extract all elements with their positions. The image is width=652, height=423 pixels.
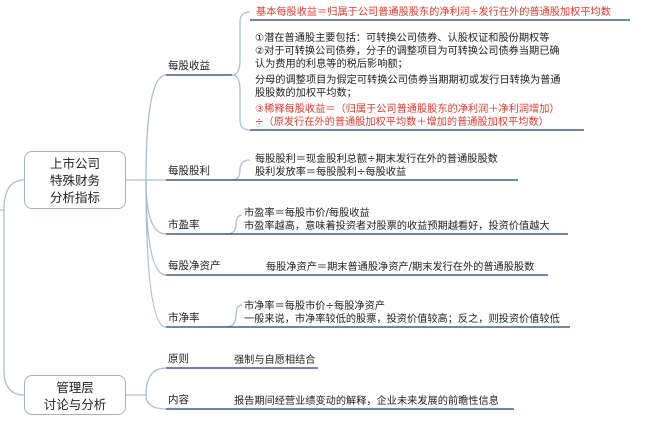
trunk-connector-bottom bbox=[3, 210, 25, 396]
root-node-special-indicators[interactable]: 上市公司 特殊财务 分析指标 bbox=[24, 151, 126, 209]
connector-content bbox=[145, 394, 167, 410]
principle-text: 强制与自愿相结合 bbox=[234, 355, 316, 366]
eps-note-line: 分母的调整项目为假定可转换公司债券当期期初或发行日转换为普通 bbox=[255, 75, 561, 86]
pb-to-details bbox=[225, 304, 243, 328]
pb-formula: 市净率＝每股市价÷每股净资产 bbox=[244, 301, 385, 312]
connector-eps bbox=[145, 74, 167, 181]
connector-pe bbox=[145, 179, 167, 235]
eps-diluted-formula-line2: ÷（原发行在外的普通股加权平均数＋增加的普通股加权平均数） bbox=[255, 117, 549, 128]
dps-formula: 每股股利＝现金股利总额÷期末发行在外的普通股股数 bbox=[255, 154, 498, 165]
root-node-line: 上市公司 bbox=[49, 156, 100, 171]
connector-pb bbox=[145, 179, 167, 328]
eps-basic-formula: 基本每股收益＝归属于公司普通股股东的净利润÷发行在外的普通股加权平均数 bbox=[256, 7, 611, 18]
root-node-line: 讨论与分析 bbox=[43, 397, 107, 412]
eps-note-line: 认为费用的利息等的税后影响额； bbox=[255, 59, 408, 70]
connector-principle bbox=[145, 367, 167, 396]
pe-explanation: 市盈率越高，意味着投资者对股票的收益预期越看好，投资价值越大 bbox=[244, 221, 550, 232]
trunk-connector-top bbox=[0, 179, 25, 211]
branch-label-content[interactable]: 内容 bbox=[168, 394, 189, 406]
connector-bvps bbox=[145, 179, 167, 276]
eps-to-formula bbox=[231, 11, 251, 76]
branch-label-principle[interactable]: 原则 bbox=[168, 353, 189, 365]
content-text: 报告期间经营业绩变动的解释，企业未来发展的前瞻性信息 bbox=[234, 396, 499, 407]
root-node-line: 特殊财务 bbox=[49, 173, 100, 188]
eps-note-line: 股股数的加权平均数； bbox=[255, 88, 357, 99]
eps-diluted-formula-line1: ③稀释每股收益＝（归属于公司普通股股东的净利润＋净利润增加） bbox=[255, 104, 560, 115]
dps-to-details bbox=[231, 159, 251, 181]
branch-label-dps[interactable]: 每股股利 bbox=[168, 165, 210, 177]
eps-note-line: ①潜在普通股主要包括：可转换公司债券、认股权证和股份期权等 bbox=[255, 33, 550, 44]
branch-label-eps[interactable]: 每股收益 bbox=[168, 60, 210, 72]
root-node-line: 分析指标 bbox=[49, 190, 100, 205]
branch-label-pb[interactable]: 市净率 bbox=[168, 312, 200, 324]
pe-formula: 市盈率＝每股市价/每股收益 bbox=[244, 208, 370, 219]
branch-label-bvps[interactable]: 每股净资产 bbox=[168, 260, 221, 272]
root-node-management-discussion[interactable]: 管理层 讨论与分析 bbox=[24, 375, 126, 415]
bvps-formula: 每股净资产＝期末普通股净资产/期末发行在外的普通股股数 bbox=[266, 262, 535, 273]
branch-label-pe[interactable]: 市盈率 bbox=[168, 219, 200, 231]
root-node-line: 管理层 bbox=[56, 380, 94, 395]
eps-to-notes bbox=[231, 74, 251, 131]
pb-explanation: 一般来说，市净率较低的股票，投资价值较高；反之，则投资价值较低 bbox=[244, 314, 560, 325]
payout-ratio-formula: 股利发放率＝每股股利÷每股收益 bbox=[255, 167, 407, 178]
pe-to-details bbox=[225, 214, 243, 235]
eps-note-line: ②对于可转换公司债券，分子的调整项目为可转换公司债券当期已确 bbox=[255, 46, 560, 57]
